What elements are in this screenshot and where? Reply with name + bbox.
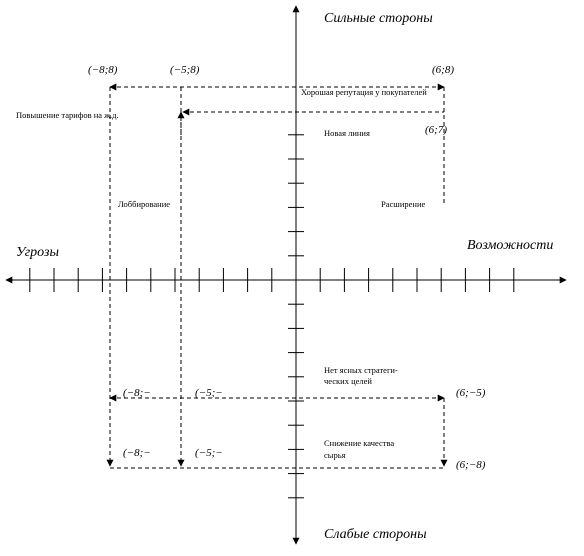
label-quality-line2: сырья [324, 450, 346, 460]
coord-c1: (−8;8) [88, 64, 118, 76]
axis-title-bottom: Слабые стороны [324, 527, 427, 542]
label-no-strategy-line1: Нет ясных стратеги- [324, 365, 398, 375]
label-expansion: Расширение [381, 199, 425, 209]
label-new-line: Новая линия [324, 128, 370, 138]
coord-c7: (6;−5) [456, 387, 486, 399]
coord-c3: (6;8) [432, 64, 454, 76]
coord-c6: (−5;− [195, 387, 223, 399]
coord-c5: (−8;− [123, 387, 151, 399]
label-reputation: Хорошая репутация у покупателей [301, 87, 427, 97]
label-no-strategy-line2: ческих целей [324, 376, 372, 386]
label-quality-line1: Снижение качества [324, 438, 394, 448]
coord-c4: (6;7) [425, 124, 447, 136]
coord-c9: (−5;− [195, 447, 223, 459]
coord-c10: (6;−8) [456, 459, 486, 471]
label-tariffs: Повышение тарифов на ж.д. [16, 110, 119, 120]
coord-c2: (−5;8) [170, 64, 200, 76]
horizontal-ticks [29, 268, 515, 292]
axis-title-top: Сильные стороны [324, 11, 433, 26]
label-lobbying: Лоббирование [118, 199, 170, 209]
axis-title-left: Угрозы [16, 245, 59, 260]
axis-title-right: Возможности [467, 238, 553, 253]
coord-c8: (−8;− [123, 447, 151, 459]
